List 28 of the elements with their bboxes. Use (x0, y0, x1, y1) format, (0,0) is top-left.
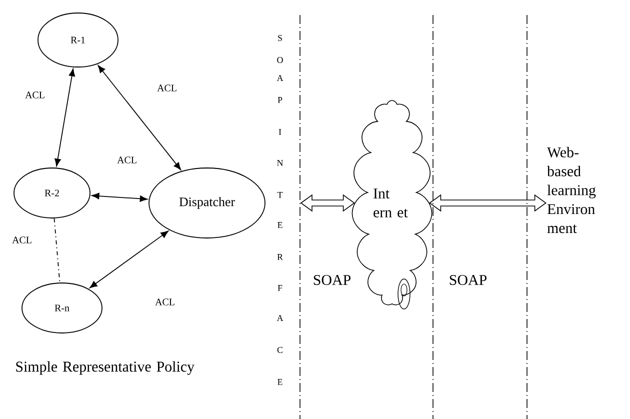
edge-label: ACL (155, 298, 174, 306)
interface-letter: A (276, 314, 284, 322)
interface-letter: C (276, 346, 284, 354)
caption-text: Simple Representative Policy (16, 361, 194, 375)
interface-letter: I (278, 128, 282, 136)
arrow (98, 65, 182, 170)
arrow (92, 192, 148, 202)
environment-label: Web- based learning Environ ment (547, 146, 596, 234)
interface-letter: E (276, 222, 284, 228)
interface-letter: R (276, 254, 284, 260)
connector-line (54, 218, 60, 284)
arrow (90, 230, 168, 288)
edge-label: ACL (12, 236, 32, 244)
edge-label: ACL (157, 84, 176, 92)
interface-letter: F (277, 284, 283, 292)
interface-letter: O (276, 56, 284, 64)
interface-letter: S (277, 34, 283, 42)
interface-letter: E (276, 378, 284, 386)
interface-letter: P (277, 96, 283, 104)
arrow (54, 68, 76, 166)
protocol-label: SOAP (450, 274, 486, 286)
interface-letter: A (276, 74, 284, 82)
interface-letter: N (276, 160, 284, 166)
edge-label: ACL (25, 92, 44, 98)
double-arrow (429, 194, 546, 212)
interface-letter: T (276, 192, 284, 198)
edge-label: ACL (117, 156, 136, 164)
internet-cloud: Int ern et (352, 100, 432, 310)
